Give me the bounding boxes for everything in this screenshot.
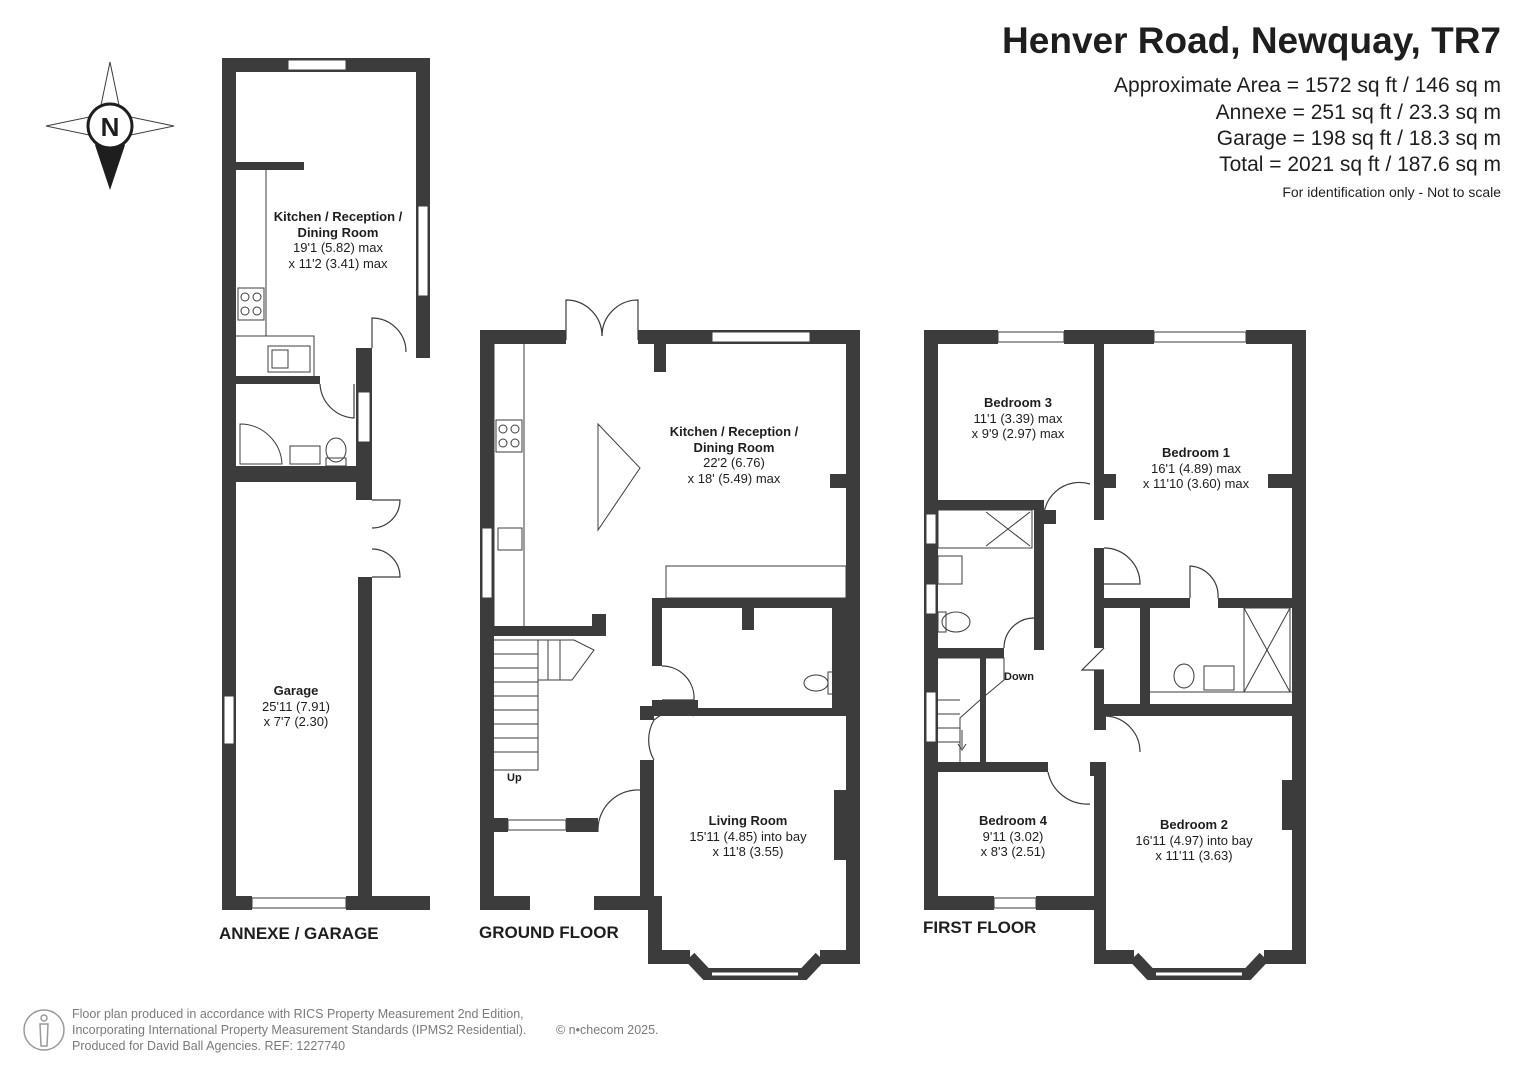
first-floor-walls [924, 330, 1306, 964]
room-name: Living Room [708, 813, 788, 828]
stairs [494, 639, 1005, 771]
room-dimension: 16'1 (4.89) max [1151, 460, 1241, 476]
room-label-bedroom-4: Bedroom 4 9'11 (3.02) x 8'3 (2.51) [979, 813, 1047, 860]
footer-line: Produced for David Ball Agencies. REF: 1… [72, 1039, 346, 1053]
room-name: Bedroom 3 [984, 395, 1052, 410]
room-name: Dining Room [297, 224, 379, 240]
windows [223, 59, 1247, 909]
stairs-up-label: Up [507, 772, 522, 784]
scale-note: For identification only - Not to scale [1282, 184, 1501, 200]
room-name: Dining Room [693, 439, 775, 455]
ground-floor-walls [480, 330, 860, 964]
footer-line: Incorporating International Property Mea… [72, 1023, 527, 1037]
compass-rose-icon [45, 61, 175, 190]
annexe-walls [222, 58, 430, 910]
room-name: Bedroom 4 [979, 813, 1047, 828]
floor-label-first: FIRST FLOOR [923, 918, 1037, 937]
room-dimension: x 11'8 (3.55) [712, 844, 784, 859]
room-dimension: 9'11 (3.02) [982, 828, 1044, 844]
area-line-approximate: Approximate Area = 1572 sq ft / 146 sq m [1114, 74, 1501, 97]
room-name: Bedroom 1 [1162, 445, 1230, 460]
bay-windows [685, 952, 1269, 980]
room-dimension: 11'1 (3.39) max [973, 410, 1063, 426]
area-line-total: Total = 2021 sq ft / 187.6 sq m [1219, 153, 1501, 176]
room-label-bedroom-3: Bedroom 3 11'1 (3.39) max x 9'9 (2.97) m… [972, 395, 1065, 442]
area-line-annexe: Annexe = 251 sq ft / 23.3 sq m [1215, 101, 1501, 124]
room-label-living-room: Living Room 15'11 (4.85) into bay x 11'8… [689, 813, 806, 860]
room-dimension: x 11'2 (3.41) max [288, 255, 388, 271]
room-dimension: 25'11 (7.91) [261, 698, 331, 714]
room-dimension: 15'11 (4.85) into bay [689, 828, 807, 844]
area-line-garage: Garage = 198 sq ft / 18.3 sq m [1216, 127, 1501, 150]
room-label-ground-kitchen: Kitchen / Reception / Dining Room 22'2 (… [670, 424, 799, 486]
room-name: Garage [273, 683, 319, 698]
room-dimension: x 9'9 (2.97) max [971, 426, 1065, 441]
room-dimension: x 11'10 (3.60) max [1142, 476, 1250, 491]
room-dimension: 22'2 (6.76) [703, 455, 765, 470]
room-dimension: x 18' (5.49) max [687, 470, 781, 486]
room-dimension: 16'11 (4.97) into bay [1135, 832, 1253, 848]
footer-copyright: © n•checom 2025. [556, 1023, 659, 1037]
room-label-bedroom-2: Bedroom 2 16'11 (4.97) into bay x 11'11 … [1135, 817, 1252, 864]
property-title: Henver Road, Newquay, TR7 [1002, 20, 1501, 61]
room-name: Kitchen / Reception / [669, 424, 799, 439]
footer-line: Floor plan produced in accordance with R… [72, 1007, 524, 1021]
room-dimension: x 8'3 (2.51) [980, 844, 1046, 859]
fixtures [236, 170, 1292, 695]
room-name: Kitchen / Reception / [273, 209, 403, 224]
room-label-garage: Garage 25'11 (7.91) x 7'7 (2.30) [262, 683, 330, 730]
room-dimension: x 11'11 (3.63) [1155, 848, 1233, 863]
room-dimension: 19'1 (5.82) max [293, 240, 383, 255]
person-scale-icon [23, 1009, 65, 1051]
stairs-down-label: Down [1004, 671, 1034, 683]
room-name: Bedroom 2 [1160, 817, 1228, 832]
room-label-annexe-kitchen: Kitchen / Reception / Dining Room 19'1 (… [274, 209, 403, 271]
footer-text: Floor plan produced in accordance with R… [72, 1006, 526, 1054]
floor-label-annexe: ANNEXE / GARAGE [219, 924, 379, 943]
room-dimension: x 7'7 (2.30) [263, 714, 329, 729]
doors [319, 299, 1219, 833]
compass-label: N [100, 112, 120, 142]
floor-label-ground: GROUND FLOOR [479, 923, 619, 942]
room-label-bedroom-1: Bedroom 1 16'1 (4.89) max x 11'10 (3.60)… [1143, 445, 1249, 492]
